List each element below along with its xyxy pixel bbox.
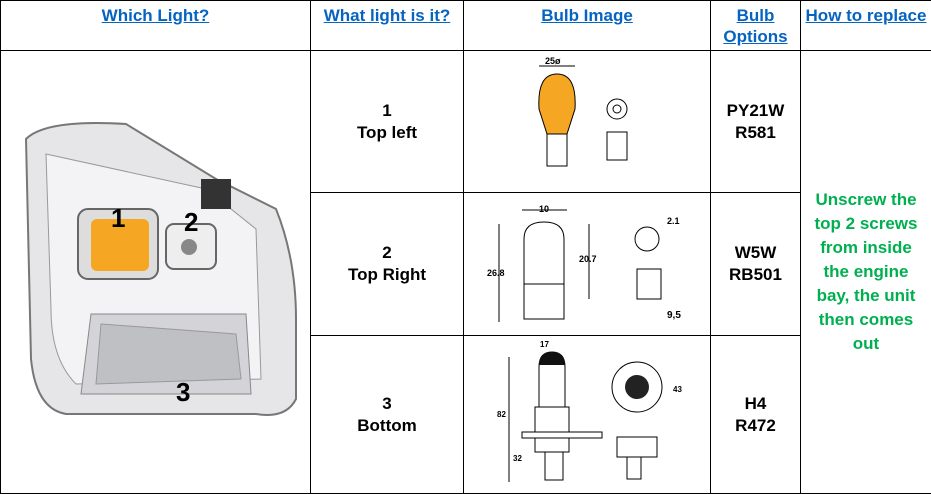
header-which-light[interactable]: Which Light?	[1, 1, 311, 51]
light-position: Top Right	[311, 264, 463, 286]
diagram-label: 17	[540, 340, 549, 349]
bulb-code: PY21W	[711, 100, 800, 122]
header-bulb-image[interactable]: Bulb Image	[464, 1, 711, 51]
diagram-label: 2.1	[667, 216, 680, 226]
diagram-label: 43	[673, 385, 682, 394]
light-position: Top left	[311, 122, 463, 144]
bulb-image-3: 17 82 32 43	[464, 336, 711, 494]
header-row: Which Light? What light is it? Bulb Imag…	[1, 1, 931, 51]
w5w-diagram: 10 26.8 20.7 2.1 9,5	[467, 194, 707, 329]
diagram-label: 20.7	[579, 254, 597, 264]
replace-line: top 2 screws	[801, 212, 931, 236]
diagram-label: 26.8	[487, 268, 505, 278]
diagram-label: 9,5	[667, 310, 681, 321]
bulb-part: R472	[711, 415, 800, 437]
replace-line: out	[801, 332, 931, 356]
replace-line: then comes	[801, 308, 931, 332]
diagram-label: 25ø	[545, 56, 561, 66]
diagram-label: 10	[539, 204, 549, 214]
bulb-image-2: 10 26.8 20.7 2.1 9,5	[464, 193, 711, 336]
replace-line: the engine	[801, 260, 931, 284]
header-what-light[interactable]: What light is it?	[311, 1, 464, 51]
bulb-code: H4	[711, 393, 800, 415]
replace-line: bay, the unit	[801, 284, 931, 308]
light-position: Bottom	[311, 415, 463, 437]
bulb-part: R581	[711, 122, 800, 144]
headlight-label-2: 2	[184, 207, 198, 237]
light-number: 1	[311, 100, 463, 122]
bulb-code: W5W	[711, 242, 800, 264]
bulb-image-1: 25ø	[464, 51, 711, 193]
replace-instructions: Unscrew the top 2 screws from inside the…	[801, 51, 931, 494]
h4-diagram: 17 82 32 43	[467, 337, 707, 487]
replace-line: from inside	[801, 236, 931, 260]
headlight-image: 1 2 3	[6, 59, 306, 479]
replace-line: Unscrew the	[801, 188, 931, 212]
headlight-label-1: 1	[111, 203, 125, 233]
headlight-image-cell: 1 2 3	[1, 51, 311, 494]
header-how-to-replace[interactable]: How to replace	[801, 1, 931, 51]
diagram-label: 82	[497, 410, 506, 419]
py21w-diagram: 25ø	[507, 54, 667, 184]
light-number: 2	[311, 242, 463, 264]
headlight-label-3: 3	[176, 377, 190, 407]
diagram-label: 32	[513, 454, 522, 463]
bulb-part: RB501	[711, 264, 800, 286]
light-number: 3	[311, 393, 463, 415]
header-bulb-options[interactable]: Bulb Options	[711, 1, 801, 51]
